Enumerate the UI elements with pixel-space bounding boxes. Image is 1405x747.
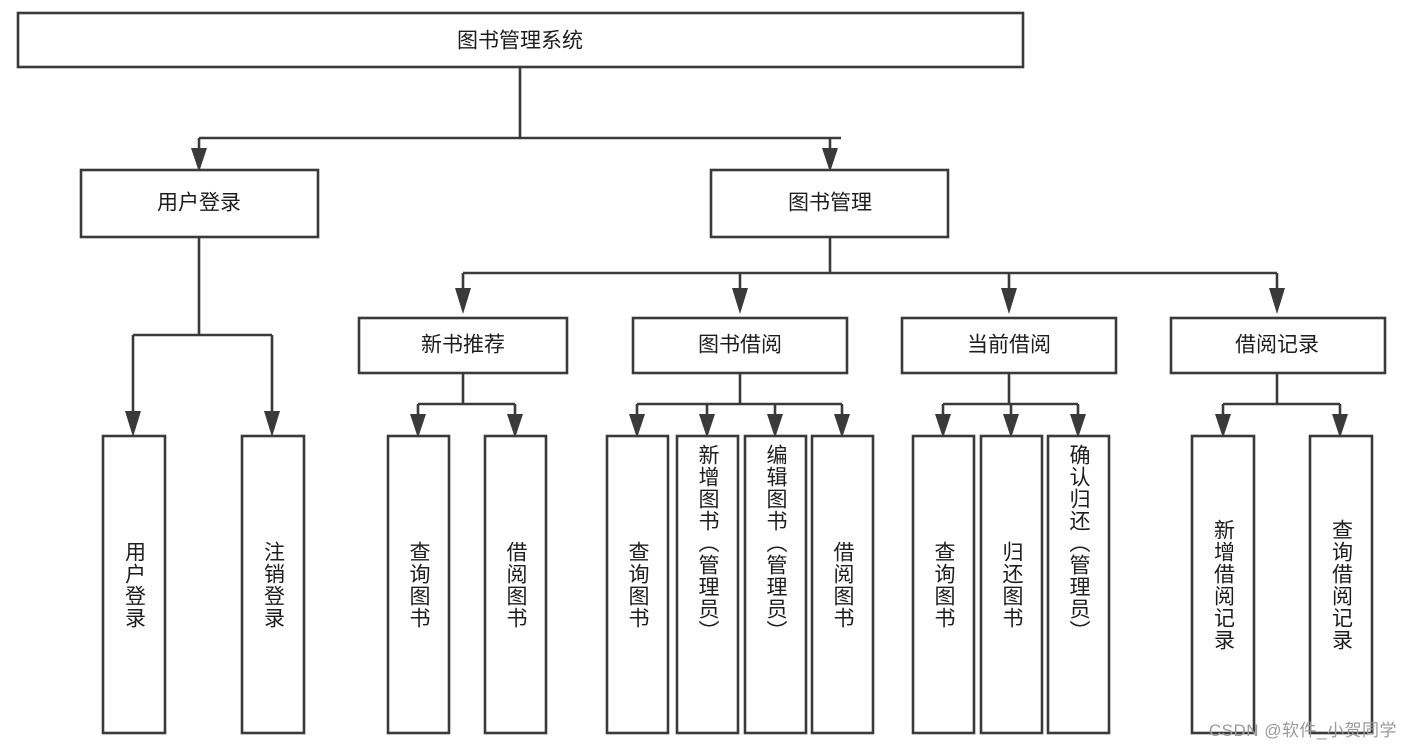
arrowhead-icon — [410, 414, 426, 438]
node-current-borrow-label: 当前借阅 — [967, 334, 1051, 357]
arrowhead-icon — [732, 288, 748, 314]
node-leaf-return-book-box[interactable] — [979, 434, 1044, 735]
arrowhead-icon — [822, 148, 838, 172]
arrowhead-icon — [125, 411, 141, 437]
arrowhead-group — [125, 148, 1348, 438]
arrowhead-icon — [1215, 414, 1231, 438]
node-leaf-borrow-book-2-box[interactable] — [810, 434, 875, 735]
node-new-book-recommend[interactable]: 新书推荐 — [357, 316, 569, 375]
node-user-login[interactable]: 用户登录 — [79, 168, 320, 239]
node-borrow-record-label: 借阅记录 — [1235, 334, 1319, 357]
node-book-management[interactable]: 图书管理 — [709, 168, 950, 239]
arrowhead-icon — [629, 414, 645, 438]
node-book-management-box[interactable] — [709, 168, 950, 239]
arrowhead-icon — [699, 414, 715, 438]
node-book-borrow[interactable]: 图书借阅 — [631, 316, 849, 375]
arrowhead-icon — [507, 414, 523, 438]
node-current-borrow[interactable]: 当前借阅 — [900, 316, 1118, 375]
arrowhead-icon — [1070, 414, 1086, 438]
node-user-login-box[interactable] — [79, 168, 320, 239]
node-leaf-user-login-box[interactable] — [101, 434, 167, 735]
node-new-book-recommend-box[interactable] — [357, 316, 569, 375]
node-leaf-query-book-3-box[interactable] — [911, 434, 976, 735]
arrowhead-icon — [1003, 414, 1019, 438]
node-leaf-query-record-box[interactable] — [1308, 434, 1374, 735]
node-leaf-borrow-book-1-box[interactable] — [483, 434, 548, 735]
arrowhead-icon — [935, 414, 951, 438]
node-user-login-label: 用户登录 — [157, 192, 241, 215]
node-borrow-record-box[interactable] — [1169, 316, 1387, 375]
arrowhead-icon — [834, 414, 850, 438]
node-borrow-record[interactable]: 借阅记录 — [1169, 316, 1387, 375]
node-leaf-edit-book-box[interactable] — [743, 434, 808, 735]
node-leaf-query-book-2-box[interactable] — [605, 434, 670, 735]
node-leaf-confirm-return-box[interactable] — [1046, 434, 1111, 735]
arrowhead-icon — [1269, 288, 1285, 314]
node-leaf-add-book-box[interactable] — [675, 434, 740, 735]
node-leaf-query-book-1-box[interactable] — [386, 434, 451, 735]
arrowhead-icon — [1332, 414, 1348, 438]
node-current-borrow-box[interactable] — [900, 316, 1118, 375]
watermark-text: CSDN @软件_小贺同学 — [1208, 721, 1397, 740]
node-new-book-recommend-label: 新书推荐 — [421, 334, 505, 357]
node-root-box[interactable] — [16, 11, 1025, 69]
arrowhead-icon — [264, 411, 280, 437]
node-book-borrow-label: 图书借阅 — [698, 334, 782, 357]
node-leaf-add-record-box[interactable] — [1190, 434, 1256, 735]
node-leaf-user-logout-box[interactable] — [240, 434, 306, 735]
arrowhead-icon — [455, 288, 471, 314]
node-book-management-label: 图书管理 — [788, 192, 872, 215]
arrowhead-icon — [767, 414, 783, 438]
node-root[interactable]: 图书管理系统 — [16, 11, 1025, 69]
node-root-label: 图书管理系统 — [457, 30, 583, 53]
arrowhead-icon — [191, 148, 207, 172]
node-book-borrow-box[interactable] — [631, 316, 849, 375]
arrowhead-icon — [1001, 288, 1017, 314]
